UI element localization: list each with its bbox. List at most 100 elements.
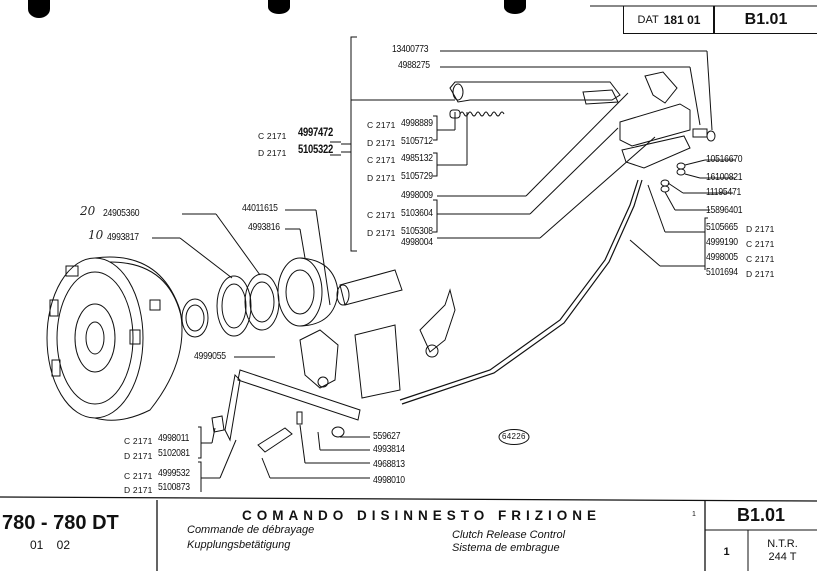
leader-line	[315, 209, 331, 306]
handwritten-note: 20	[80, 204, 96, 218]
pivot-nut	[706, 130, 716, 142]
ntr-value: 244 T	[768, 551, 797, 563]
part-number: 16100821	[706, 171, 743, 183]
leader-line	[525, 92, 629, 197]
fork-shaft	[237, 369, 361, 421]
title-german: Kupplungsbetätigung	[187, 539, 291, 551]
spring	[459, 111, 505, 117]
leader-line	[261, 457, 271, 479]
part-number: 24905360	[103, 207, 140, 219]
part-number: 13400773	[392, 43, 429, 55]
variant-code: C 2171	[124, 436, 153, 446]
part-number: 4968813	[373, 458, 405, 470]
binder-hole	[268, 0, 290, 14]
variant-code: D 2171	[746, 269, 775, 279]
leader-line	[299, 228, 306, 259]
variant-code: D 2171	[124, 451, 153, 461]
part-number: 5105308	[401, 225, 433, 237]
grease-nipple	[296, 411, 303, 425]
variant-code: D 2171	[746, 224, 775, 234]
leader-line	[664, 191, 676, 211]
mount-bracket	[619, 103, 691, 147]
leader-line	[317, 431, 321, 451]
leader-line	[689, 66, 701, 126]
part-number: 4988275	[398, 59, 430, 71]
part-number: 4998011	[158, 432, 190, 444]
release-sleeve-end	[336, 284, 350, 306]
variant-code: D 2171	[124, 485, 153, 495]
leader-line	[529, 127, 619, 215]
table-code: B1.01	[744, 10, 788, 28]
bearing-carrier-4993816	[277, 257, 339, 327]
reference-badge-outline	[498, 429, 530, 445]
sub-bracket	[198, 426, 202, 459]
clevis-pin	[331, 426, 345, 438]
variant-code: C 2171	[367, 210, 396, 220]
group-bracket	[350, 36, 357, 252]
nut	[660, 179, 670, 187]
dat-label: DAT	[637, 13, 659, 26]
fork-eye	[317, 376, 329, 388]
dat-box: DAT 181 01	[623, 6, 715, 34]
title-french: Commande de débrayage	[187, 524, 315, 536]
leader-line	[299, 424, 306, 464]
variant-code: C 2171	[258, 131, 287, 141]
model-codes: 01 02	[30, 538, 71, 552]
part-number: 4985132	[401, 152, 433, 164]
leader-line	[179, 237, 233, 279]
part-number: 4998005	[706, 251, 738, 263]
title-spanish: Sistema de embrague	[452, 542, 560, 554]
part-number: 559627	[373, 430, 401, 442]
part-number: 10516670	[706, 153, 743, 165]
footer-top-rule	[0, 496, 817, 502]
leader-line	[647, 184, 666, 233]
variant-code: C 2171	[367, 120, 396, 130]
lever-pivot	[452, 83, 464, 101]
bearing-seal-4993817	[216, 275, 252, 337]
nut	[676, 168, 686, 176]
part-number: 4998004	[401, 236, 433, 248]
part-number: 4999190	[706, 236, 738, 248]
leader-line	[706, 50, 713, 131]
fork-lever-eye	[425, 344, 439, 358]
part-number: 4998889	[401, 117, 433, 129]
sub-bracket	[704, 217, 708, 270]
release-lever	[449, 81, 621, 103]
leader-line	[211, 427, 216, 444]
part-number: 4993816	[248, 221, 280, 233]
table-code-box: B1.01	[713, 6, 817, 34]
part-number: 15896401	[706, 204, 743, 216]
bearing-24905360	[244, 273, 280, 331]
sub-bracket	[433, 152, 438, 177]
footer-table-code: B1.01	[736, 505, 786, 525]
footnote-marker: 1	[692, 511, 696, 518]
housing-block	[354, 324, 401, 399]
part-number: 4993817	[107, 231, 139, 243]
variant-code: D 2171	[258, 148, 287, 158]
linkage-rod	[257, 427, 293, 453]
leader-line	[539, 136, 656, 239]
part-number: 5102081	[158, 447, 190, 459]
variant-code: C 2171	[124, 471, 153, 481]
release-sleeve	[339, 269, 403, 306]
variant-code: C 2171	[746, 254, 775, 264]
sub-bracket	[198, 461, 202, 492]
part-number: 5100873	[158, 481, 190, 493]
release-fork-plate	[644, 71, 678, 104]
binder-hole	[28, 0, 50, 18]
sub-bracket	[433, 115, 438, 141]
part-number: 5103604	[401, 207, 433, 219]
part-number: 5105729	[401, 170, 433, 182]
part-number: 11195471	[706, 186, 742, 198]
part-number: 4999055	[194, 350, 226, 362]
reference-badge: 64226	[502, 432, 526, 441]
operating-arm	[224, 373, 241, 442]
part-number: 5105322	[298, 144, 333, 156]
release-fork	[299, 329, 339, 389]
leader-line	[684, 173, 701, 179]
title-english: Clutch Release Control	[452, 529, 566, 541]
part-number: 5105712	[401, 135, 433, 147]
leader-line	[629, 239, 661, 267]
sheet-number: 1	[723, 546, 730, 558]
